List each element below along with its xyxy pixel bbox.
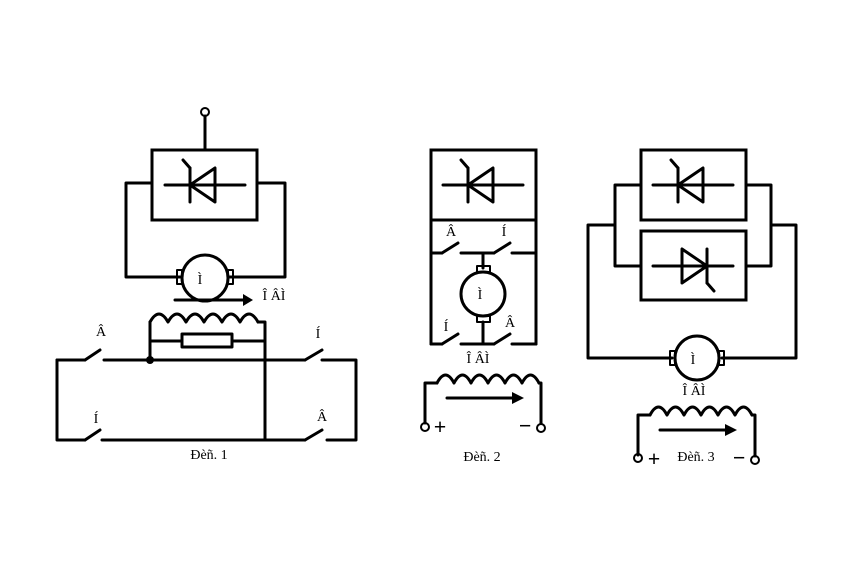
minus-sign: − (519, 413, 532, 438)
thyristor-icon (441, 158, 525, 204)
thyristor-icon (163, 158, 247, 204)
thyristor-reverse-icon (651, 247, 735, 293)
motor-2 (459, 270, 507, 318)
motor-label: Ì (198, 271, 203, 288)
resistor (180, 332, 234, 349)
thyristor-icon (651, 158, 735, 204)
switch-label-tr: Í (502, 223, 507, 240)
plus-sign: + (434, 414, 447, 439)
plus-sign: + (648, 446, 661, 471)
caption-2: Đèñ. 2 (463, 450, 500, 465)
figure-3: Ì Î ÂÌ + − Đèñ. 3 (586, 148, 798, 471)
motor-label: Ì (691, 351, 696, 368)
caption-1: Đèñ. 1 (190, 448, 227, 463)
field-winding-2 (435, 373, 541, 385)
caption-3: Đèñ. 3 (677, 450, 714, 465)
switch-label-br: Â (505, 314, 516, 331)
figure-1: Ì Î ÂÌ Â Í Í Â Đèñ. 1 (55, 107, 358, 463)
field-winding-3 (648, 405, 754, 417)
figure-2: Ì Â Í Í Â Î ÂÌ + − Đèñ. 2 (420, 148, 546, 465)
minus-sign: − (733, 445, 746, 470)
switch-label-tl: Â (446, 223, 457, 240)
motor-3 (673, 334, 721, 382)
field-label: Î ÂÌ (263, 287, 286, 304)
switch-label-tl: Â (96, 323, 107, 340)
field-label: Î ÂÌ (683, 382, 706, 399)
switch-label-bl: Í (444, 318, 449, 335)
field-winding-1 (148, 312, 260, 324)
switch-label-tr: Í (316, 325, 321, 342)
field-label: Î ÂÌ (467, 350, 490, 367)
switch-label-br: Â (317, 408, 328, 425)
motor-label: Ì (478, 286, 483, 303)
switch-label-bl: Í (94, 410, 99, 427)
motor-1 (180, 253, 230, 303)
